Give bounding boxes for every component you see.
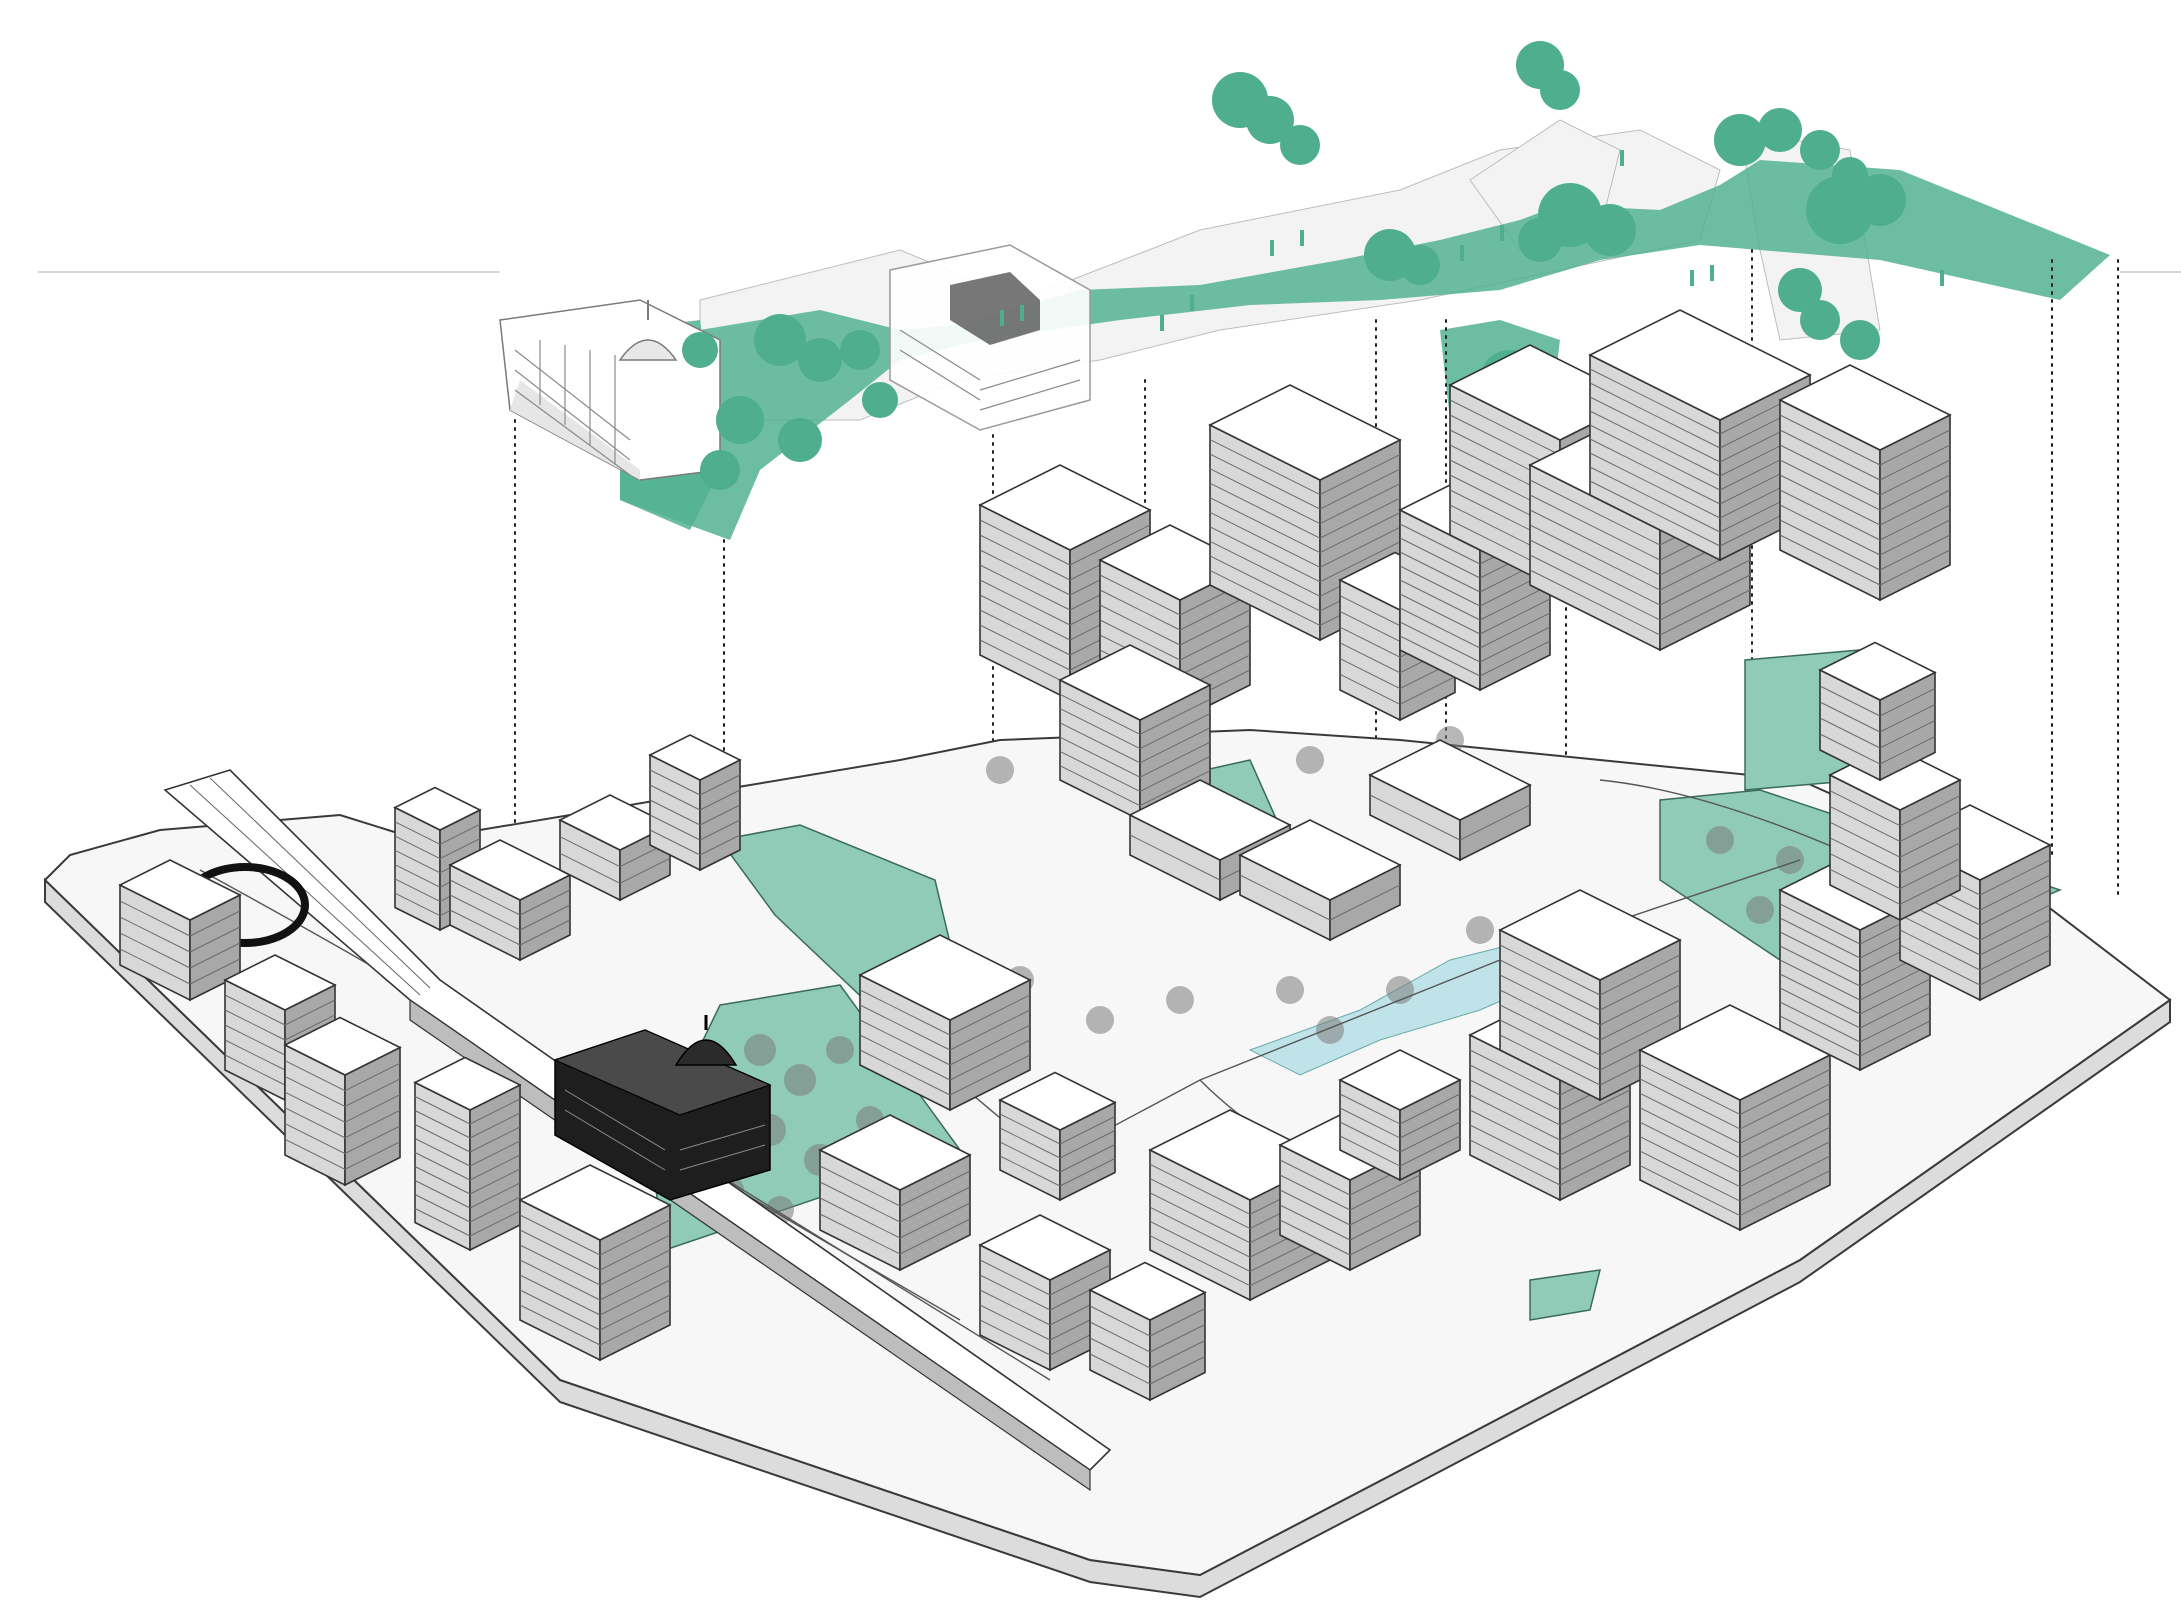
building-north-tower-f	[1778, 364, 1952, 602]
building-theatre-block	[518, 1164, 672, 1362]
building-mid-block-a	[818, 1114, 972, 1272]
building-courtyard-res-b	[1638, 1004, 1832, 1232]
building-central-pavilion-c	[1368, 739, 1532, 862]
ground-buildings	[118, 309, 2052, 1402]
ground-heritage-domed-building	[553, 1015, 772, 1201]
building-courtyard-heritage-block	[858, 934, 1032, 1112]
building-block-lowrise	[1338, 1049, 1462, 1182]
building-low-block-a	[448, 839, 572, 962]
elevated-courtyard-building-ghost	[889, 244, 1091, 431]
pocket-green	[1529, 1269, 1601, 1321]
ground-city-block-model	[43, 309, 2172, 1599]
building-mid-block-c	[1088, 1261, 1207, 1402]
building-dark-office	[998, 1071, 1117, 1202]
building-central-pavilion-b	[1238, 819, 1402, 942]
building-curved-office-b	[283, 1016, 402, 1187]
building-north-lowrise	[1818, 641, 1937, 782]
building-tower-west	[413, 1056, 522, 1252]
elevated-heritage-dome-ghost	[499, 299, 721, 481]
building-tall-block-west	[648, 734, 742, 872]
building-station-building	[118, 859, 242, 1002]
